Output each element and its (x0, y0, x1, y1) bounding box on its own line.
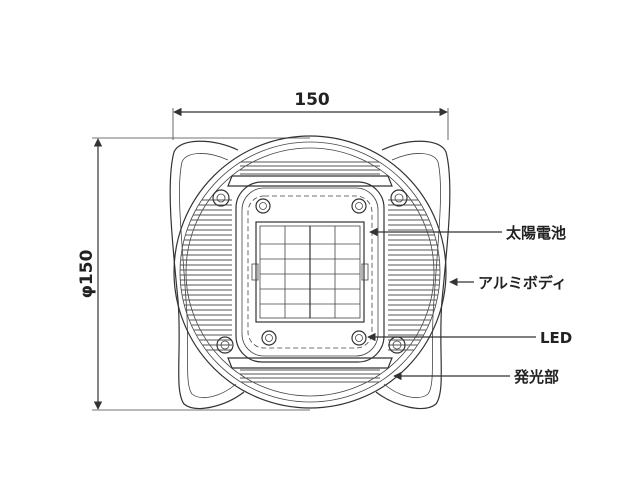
emitter-bands (227, 175, 393, 369)
led-top-left (255, 198, 271, 214)
callout-aluminium-body: アルミボディ (449, 274, 567, 292)
inner-housing (235, 181, 385, 363)
diameter-dimension: φ150 (77, 137, 310, 411)
callout-led: LED (367, 329, 572, 347)
led-bottom-right (351, 330, 367, 346)
diameter-label: φ150 (77, 249, 97, 298)
callout-led-label: LED (540, 329, 572, 347)
solar-panel (251, 221, 369, 323)
aluminium-body (173, 135, 447, 409)
width-dimension: 150 (172, 90, 449, 140)
led-top-right (351, 198, 367, 214)
width-label: 150 (294, 90, 330, 110)
callouts: 太陽電池 アルミボディ LED 発光部 (367, 224, 572, 386)
led-bottom-left (261, 330, 277, 346)
callout-solar-cell: 太陽電池 (369, 224, 566, 242)
body-screws (212, 189, 408, 354)
led-mounts (255, 198, 367, 346)
callout-solar-label: 太陽電池 (506, 224, 566, 242)
callout-body-label: アルミボディ (478, 274, 567, 292)
callout-emitter: 発光部 (393, 368, 559, 386)
callout-emitter-label: 発光部 (513, 368, 559, 386)
